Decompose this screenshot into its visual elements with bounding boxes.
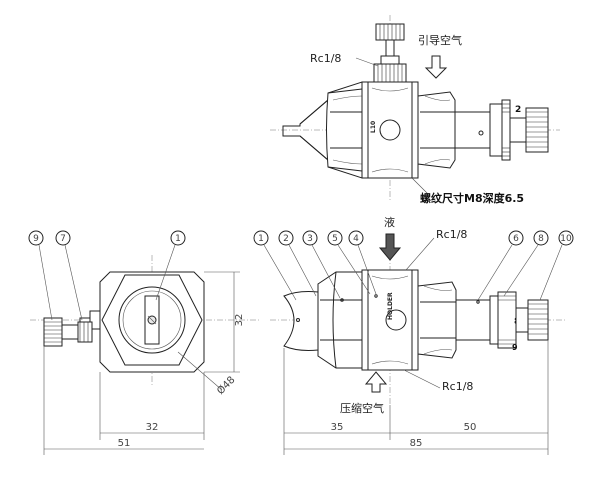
side-port-top-label: Rc1/8 (436, 228, 467, 241)
top-body (361, 81, 419, 179)
dim-height: 32 (234, 314, 245, 327)
end-outer-circle (118, 286, 186, 354)
compressed-air-arrow-icon (364, 371, 388, 393)
svg-text:4: 4 (353, 234, 359, 244)
balloon-7 (55, 230, 71, 246)
svg-text:1: 1 (258, 234, 264, 244)
side-left-nut (317, 271, 363, 369)
svg-text:1: 1 (175, 234, 181, 244)
balloon-8 (533, 230, 549, 246)
top-air-label: 引导空气 (418, 33, 462, 47)
side-port-bottom-label: Rc1/8 (442, 380, 473, 393)
end-hex (101, 274, 203, 366)
air-arrow-icon (424, 55, 448, 79)
svg-text:7: 7 (60, 234, 66, 244)
side-mark-text: L10 (370, 121, 377, 133)
side-shaft (455, 299, 491, 341)
balloon-10 (558, 230, 574, 246)
top-dial-ring (489, 103, 503, 157)
right-hex-nut (417, 91, 456, 169)
dim-total-len: 85 (410, 438, 423, 449)
svg-text:3: 3 (307, 234, 313, 244)
dim-total-width: 51 (118, 438, 131, 449)
svg-text:9: 9 (33, 234, 39, 244)
side-dial-ring (489, 295, 499, 345)
svg-text:8: 8 (538, 234, 544, 244)
side-right-nut (417, 281, 457, 359)
balloon-3 (302, 230, 318, 246)
balloon-1-left (170, 230, 186, 246)
dim-right-len: 50 (464, 422, 477, 433)
top-port-circle (379, 119, 401, 141)
dim-left-len: 35 (331, 422, 344, 433)
top-port-label: Rc1/8 (310, 52, 341, 65)
dim-width: 32 (146, 422, 159, 433)
side-right-knob (527, 299, 549, 341)
top-adjust-knob (375, 23, 405, 41)
liquid-label: 液 (384, 215, 395, 229)
svg-text:2: 2 (283, 234, 289, 244)
balloon-5 (327, 230, 343, 246)
top-right-knob (525, 107, 549, 153)
balloon-1-right (253, 230, 269, 246)
balloon-6 (508, 230, 524, 246)
left-hex-nut (326, 81, 363, 179)
body-mark: HOLDER (387, 292, 394, 320)
right-view: HOLDER 8 9 液 (253, 215, 574, 455)
svg-text:10: 10 (560, 234, 572, 244)
dim-diameter: Ø48 (214, 374, 237, 397)
cap (283, 291, 319, 351)
balloon-4 (348, 230, 364, 246)
side-dial-digit-9: 9 (512, 343, 518, 352)
balloon-9 (28, 230, 44, 246)
left-view: 9 7 1 32 Ø48 32 51 (28, 230, 260, 455)
end-left-knob (43, 317, 63, 347)
compressed-air-label: 压缩空气 (340, 401, 384, 415)
svg-text:5: 5 (332, 234, 338, 244)
top-dial-digit-2: 2 (515, 105, 521, 115)
top-view: L10 (270, 15, 560, 205)
svg-text:6: 6 (513, 234, 519, 244)
liquid-arrow-icon (378, 233, 402, 261)
balloon-2 (278, 230, 294, 246)
right-shaft (454, 111, 491, 149)
thread-note: 螺纹尺寸M8深度6.5 (420, 191, 524, 205)
side-port-circle (385, 309, 407, 331)
